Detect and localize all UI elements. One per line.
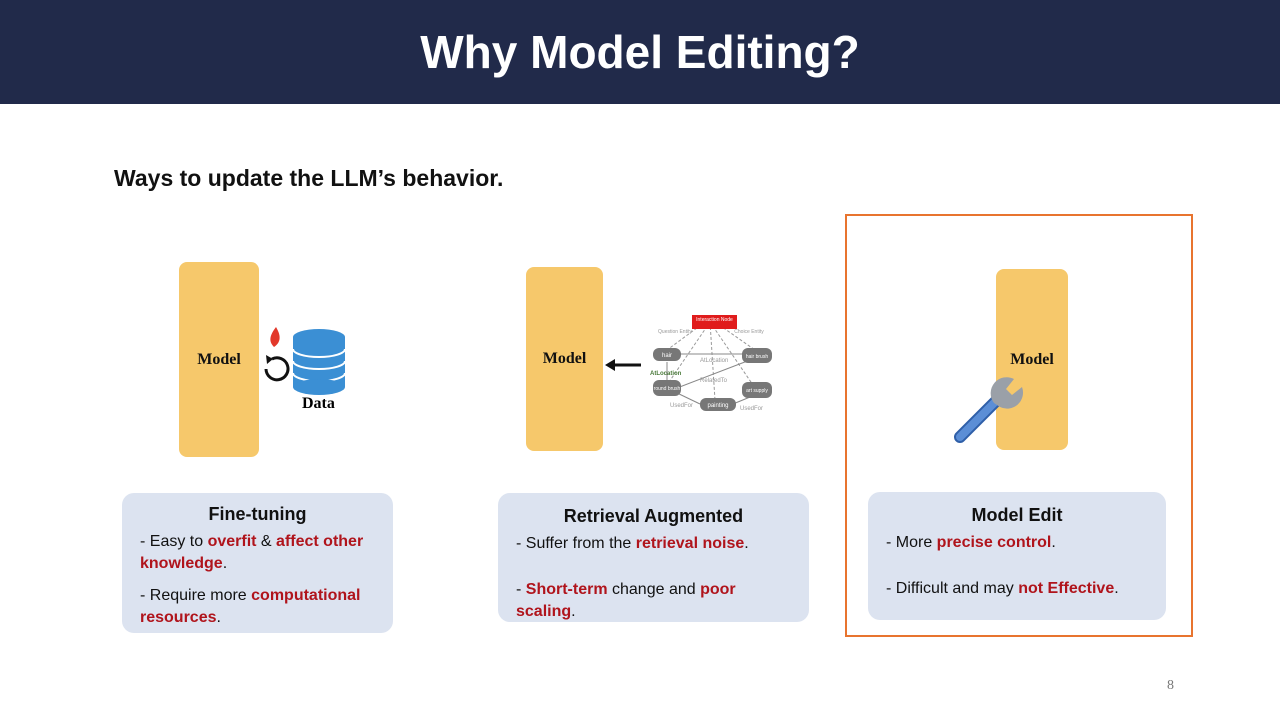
title-bar: Why Model Editing?	[0, 0, 1280, 104]
model-block-finetune: Model	[179, 262, 259, 457]
subtitle: Ways to update the LLM’s behavior.	[114, 165, 504, 191]
svg-text:round brush: round brush	[654, 386, 681, 392]
arrow-left-icon	[605, 359, 641, 371]
model-block-edit: Model	[996, 269, 1068, 450]
model-block-retrieval: Model	[526, 267, 603, 451]
card-title: Retrieval Augmented	[563, 506, 744, 526]
svg-text:RelatedTo: RelatedTo	[700, 378, 728, 384]
svg-text:UsedFor: UsedFor	[670, 403, 693, 409]
svg-text:AtLocation: AtLocation	[700, 358, 728, 364]
svg-text:hair brush: hair brush	[746, 354, 768, 360]
svg-text:Interaction Node: Interaction Node	[696, 317, 733, 323]
page-number: 8	[1167, 678, 1174, 693]
slide-title: Why Model Editing?	[420, 26, 860, 78]
model-label: Model	[542, 350, 587, 367]
card-retrieval-augmented: Retrieval Augmented - Suffer from the re…	[498, 493, 809, 622]
svg-text:art supply: art supply	[746, 388, 768, 394]
card-title: Model Edit	[971, 505, 1063, 525]
knowledge-graph: Interaction Node Question Entity Choice …	[650, 315, 772, 412]
highlight-frame	[845, 214, 1193, 637]
svg-text:Question Entity: Question Entity	[658, 329, 692, 335]
wrench-icon	[954, 377, 1024, 443]
model-label: Model	[197, 350, 241, 368]
card-fine-tuning: Fine-tuning - Easy to overfit & affect o…	[122, 493, 393, 633]
svg-text:Choice Entity: Choice Entity	[734, 329, 764, 335]
card-model-edit: Model Edit - More precise control. - Dif…	[868, 492, 1166, 620]
data-label: Data	[302, 395, 335, 412]
card-title: Fine-tuning	[208, 504, 307, 524]
svg-text:AtLocation: AtLocation	[650, 371, 682, 377]
svg-text:UsedFor: UsedFor	[740, 406, 763, 412]
database-icon	[292, 329, 346, 395]
svg-text:hair: hair	[662, 353, 672, 359]
model-label: Model	[1010, 350, 1054, 368]
fire-refresh-icon	[264, 327, 346, 395]
svg-text:painting: painting	[707, 403, 728, 409]
